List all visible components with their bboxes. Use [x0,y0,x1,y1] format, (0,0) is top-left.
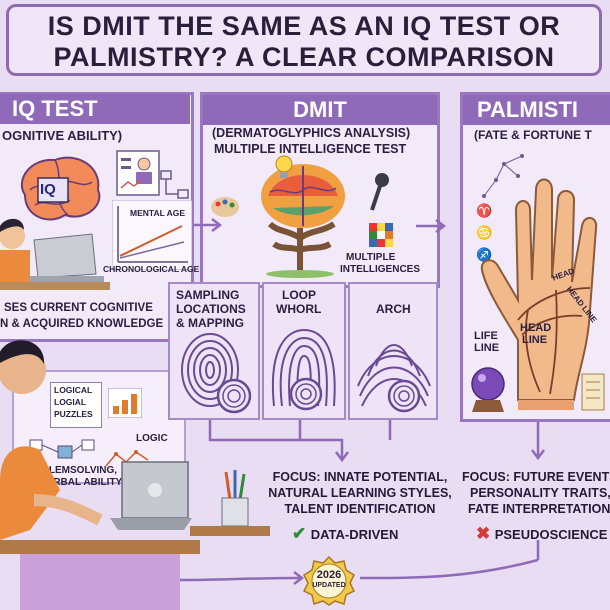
palm-focus-line-2: PERSONALITY TRAITS, [470,486,610,500]
palm-verdict: ✖ PSEUDOSCIENCE [476,524,607,544]
head-line-label-line-2: LINE [522,334,548,346]
title-line-2: PALMISTRY? A CLEAR COMPARISON [53,42,555,72]
puzzle-card [50,382,102,428]
palmistry-subtitle: (FATE & FORTUNE T [474,128,592,142]
dmit-subtitle-line-2: MULTIPLE INTELLIGENCE TEST [214,142,407,156]
iq-header-text: IQ TEST [12,96,98,121]
iq-assesses-line-1: SES CURRENT COGNITIVE [4,302,153,314]
problem-solving-line-2: VERBAL ABILITY [40,477,123,488]
palmistry-header: PALMISTI [463,95,610,125]
desk [190,526,270,536]
dmit-focus-line-2: NATURAL LEARNING STYLES, [268,486,452,500]
whorl-label: WHORL [276,302,322,316]
palm-hand-illustration [480,178,598,410]
dmit-subtitle-line-1: (DERMATOGLYPHICS ANALYSIS) [212,126,411,140]
iq-assesses-line-2: N & ACQUIRED KNOWLEDGE [0,318,164,330]
dmit-focus-line-1: FOCUS: INNATE POTENTIAL, [272,470,448,484]
rubiks-cube-icon [369,223,393,247]
crystal-ball-icon [471,367,505,412]
problem-solving-line-1: PROBLEMSOLVING, [20,465,118,476]
badge-label: UPDATED [312,582,346,589]
flowchart-icon [160,170,189,199]
palm-focus-line-3: FATE INTERPRETATION [468,502,610,516]
fingerprint-arch-icon [357,344,431,413]
arch-label: ARCH [376,302,411,316]
bar-chart-icon [108,388,142,418]
loop-label: LOOP [282,288,317,302]
mental-age-label: MENTAL AGE [130,208,186,218]
head-line-label-line-1: HEAD [520,322,552,334]
life-line-label-line-1: LIFE [474,330,498,342]
dmit-focus-line-3: TALENT IDENTIFICATION [284,502,436,516]
title-banner: IS DMIT THE SAME AS AN IQ TEST OR PALMIS… [6,4,602,76]
check-icon: ✔ [292,524,307,543]
sampling-line-1: SAMPLING [176,288,240,302]
pencil-cup-icon [221,470,249,527]
constellation-icon [482,154,524,198]
screen-puzzles: PUZZLES [54,409,93,419]
brain-iq-label: IQ [40,181,56,198]
student-laptop-illustration [0,218,110,290]
laptop-icon [110,461,192,530]
scroll-icon [581,373,605,411]
microphone-icon [370,173,389,211]
multiple-intelligences-line-2: INTELLIGENCES [340,264,421,275]
logic-label: LOGIC [136,433,168,444]
screen-logical: LOGICAL [54,385,93,395]
sampling-line-2: LOCATIONS [176,302,246,316]
title-line-1: IS DMIT THE SAME AS AN IQ TEST OR [47,11,561,41]
iq-header: IQ TEST [0,94,190,124]
doctor-card-icon [116,150,160,196]
brain-illustration [20,156,101,221]
dmit-header-text: DMIT [293,97,347,122]
cross-icon: ✖ [476,524,491,543]
boy-laptop-illustration [0,340,200,610]
multiple-intelligences-line-1: MULTIPLE [346,252,396,263]
fingerprint-sampling-icon [181,333,252,414]
chronological-age-label: CHRONOLOGICAL AGE [103,264,200,274]
dmit-header: DMIT [203,95,437,125]
zodiac-symbols: ♈♋♐ [476,203,493,262]
palm-focus-line-1: FOCUS: FUTURE EVENTS, [462,470,610,484]
palmistry-header-text: PALMISTI [477,97,579,122]
iq-subtitle: OGNITIVE ABILITY) [2,128,123,143]
brain-tree-illustration [261,164,345,278]
age-graph [112,200,192,270]
screen-logial: LOGIAL [54,397,87,407]
lightbulb-icon [275,155,293,178]
dmit-verdict-text: DATA-DRIVEN [310,527,399,542]
fingerprint-loop-icon [271,328,336,411]
dmit-verdict: ✔ DATA-DRIVEN [292,524,398,544]
paint-palette-icon [211,197,239,217]
sampling-line-3: & MAPPING [176,316,245,330]
life-line-label-line-2: LINE [474,342,500,354]
updated-badge [302,556,356,606]
palm-verdict-text: PSEUDOSCIENCE [494,527,608,542]
badge-year: 2026 [316,569,342,581]
